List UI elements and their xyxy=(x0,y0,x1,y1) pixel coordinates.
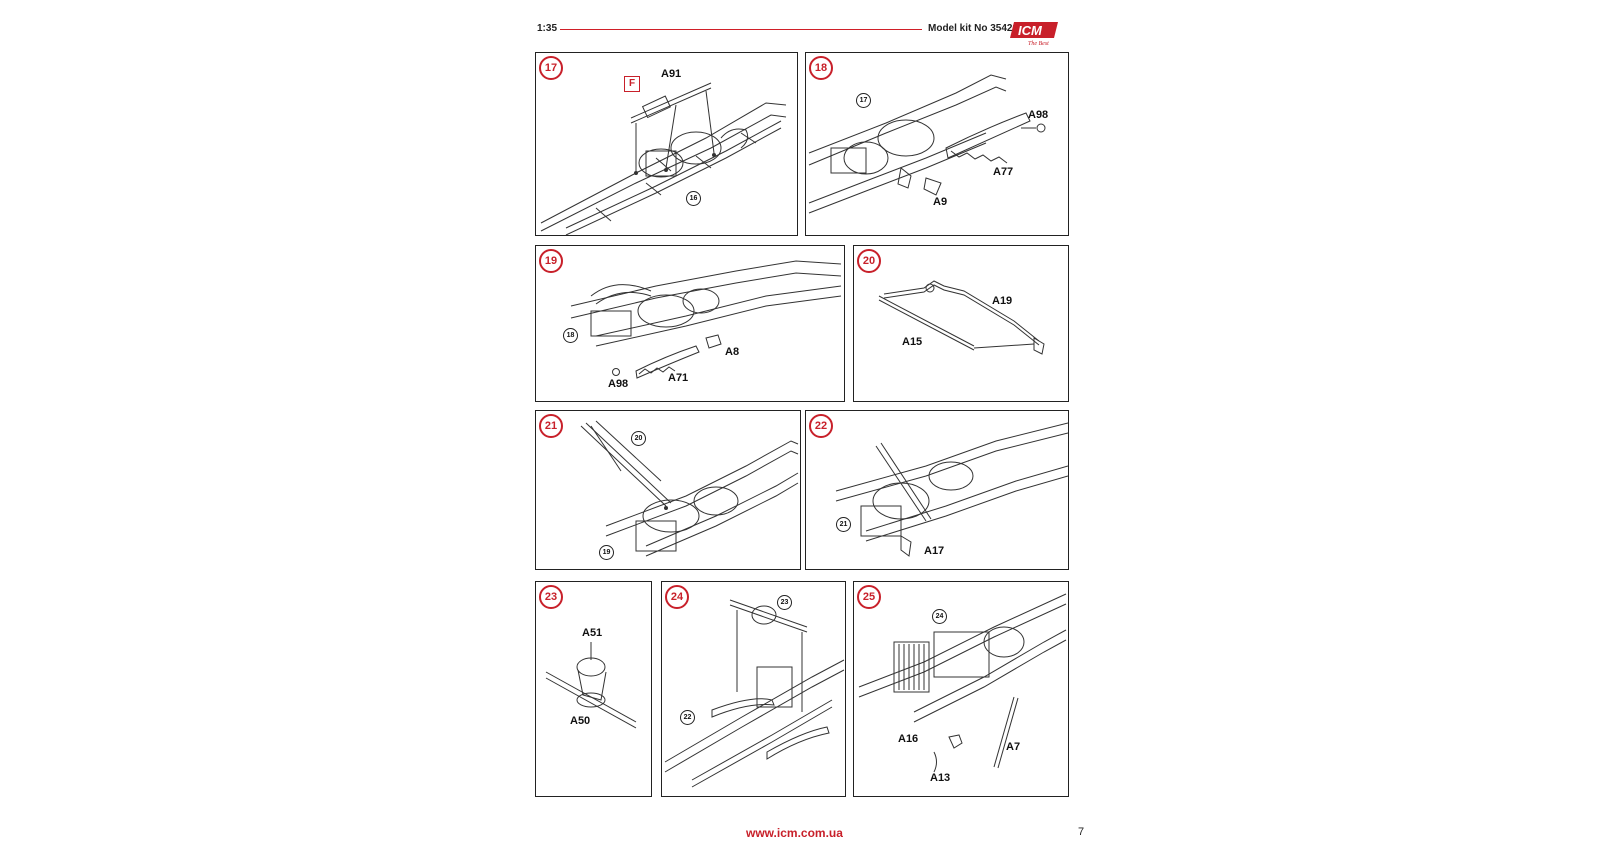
step-20-panel: 20 A19 A15 xyxy=(853,245,1069,402)
step-19-number: 19 xyxy=(539,249,563,273)
icm-logo: ICM The Best xyxy=(1010,22,1058,46)
step-25-number: 25 xyxy=(857,585,881,609)
step-20-drawing xyxy=(878,280,1045,355)
step-ref-badge: 19 xyxy=(599,545,614,560)
step-25-panel: 25 24 A16 A7 A13 xyxy=(853,581,1069,797)
step-21-number: 21 xyxy=(539,414,563,438)
step-ref-badge: 22 xyxy=(680,710,695,725)
paint-code: F xyxy=(624,76,640,92)
step-19-panel: 19 18 A8 A71 A98 xyxy=(535,245,845,402)
step-ref-badge: 17 xyxy=(856,93,871,108)
step-17-drawing xyxy=(540,82,787,235)
step-ref-badge: 18 xyxy=(563,328,578,343)
step-17-number: 17 xyxy=(539,56,563,80)
part-label: A16 xyxy=(898,733,919,745)
part-label: A51 xyxy=(582,627,603,639)
part-label: A50 xyxy=(570,715,591,727)
step-22-drawing xyxy=(835,422,1068,557)
part-label: A8 xyxy=(725,346,740,358)
step-21-drawing xyxy=(580,420,799,557)
step-ref-badge: 20 xyxy=(631,431,646,446)
step-17-panel: 17 A91 F 16 xyxy=(535,52,798,236)
step-22-panel: 22 21 A17 xyxy=(805,410,1069,570)
step-20-number: 20 xyxy=(857,249,881,273)
step-21-panel: 21 20 19 xyxy=(535,410,801,570)
step-19-drawing xyxy=(570,260,842,379)
part-label: A77 xyxy=(993,166,1014,178)
svg-text:The Best: The Best xyxy=(1028,41,1049,46)
step-18-drawing xyxy=(808,74,1046,214)
part-label: A9 xyxy=(933,196,948,208)
step-25-drawing xyxy=(858,593,1067,773)
scale-label: 1:35 xyxy=(537,23,558,34)
part-label: A17 xyxy=(924,545,945,557)
instruction-page: 1:35 Model kit No 35421 ICM The Best xyxy=(530,14,1094,844)
page-number: 7 xyxy=(1078,826,1085,838)
step-ref-badge: 23 xyxy=(777,595,792,610)
step-24-panel: 24 23 22 xyxy=(661,581,846,797)
step-24-number: 24 xyxy=(665,585,689,609)
part-label: A13 xyxy=(930,772,951,784)
step-18-panel: 18 17 A98 A77 A9 xyxy=(805,52,1069,236)
part-label: A7 xyxy=(1006,741,1021,753)
footer-url[interactable]: www.icm.com.ua xyxy=(746,826,843,840)
part-label: A98 xyxy=(1028,109,1049,121)
part-label: A19 xyxy=(992,295,1013,307)
part-label: A71 xyxy=(668,372,689,384)
part-label: A91 xyxy=(661,68,682,80)
step-ref-badge: 16 xyxy=(686,191,701,206)
svg-text:ICM: ICM xyxy=(1018,23,1043,38)
step-ref-badge: 21 xyxy=(836,517,851,532)
part-label: A15 xyxy=(902,336,923,348)
header-rule xyxy=(560,29,922,30)
step-24-drawing xyxy=(664,599,845,788)
step-22-number: 22 xyxy=(809,414,833,438)
step-18-number: 18 xyxy=(809,56,833,80)
part-label: A98 xyxy=(608,378,629,390)
kit-number: Model kit No 35421 xyxy=(928,23,1019,34)
step-23-panel: 23 A51 A50 xyxy=(535,581,652,797)
step-23-number: 23 xyxy=(539,585,563,609)
step-23-drawing xyxy=(545,642,637,729)
step-ref-badge: 24 xyxy=(932,609,947,624)
